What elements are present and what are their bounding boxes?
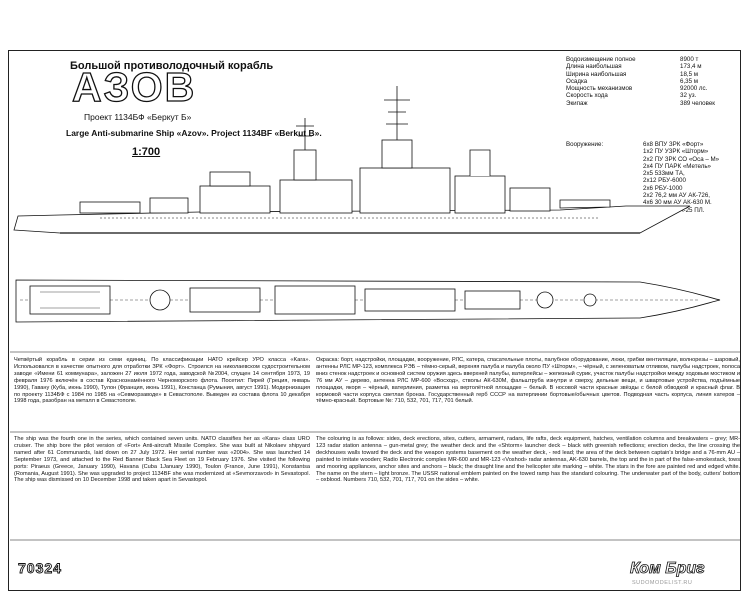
armament-item: 2x2 76,2 мм АУ АК-726, (643, 192, 711, 200)
title-en: Large Anti-submarine Ship «Azov». Projec… (66, 128, 322, 138)
armament-item: 1x2 ПУ УЗРК «Шторм» (643, 148, 709, 156)
armament-item: 2x6 РБУ-1000 (643, 184, 683, 192)
armament-item: 4x6 30 мм АУ АК-630 М. (643, 199, 712, 207)
armament-item: 2x5 533мм ТА, (643, 170, 685, 178)
site-watermark: SUDOMODELIST.RU (632, 580, 693, 586)
side-profile (13, 86, 691, 234)
armament-item: 2x2 ПУ ЗРК СО «Оса – М» (643, 155, 720, 163)
plan-view (15, 279, 721, 323)
colors-ru: Окраска: борт, надстройки, площадки, воо… (316, 357, 740, 405)
title-ru: Большой противолодочный корабль (70, 60, 274, 72)
armament-heading: Вооружение: (566, 141, 604, 148)
scale-label: 1:700 (132, 146, 161, 158)
brand-logo: Ком Бриг (630, 560, 705, 578)
history-ru: Четвёртый корабль в серии из семи единиц… (14, 357, 310, 405)
armament-item: 2x4 ПУ ПАРК «Метель» (643, 162, 711, 170)
history-en: The ship was the fourth one in the serie… (14, 436, 310, 484)
ship-name: АЗОВ (71, 63, 197, 110)
catalog-code: 70324 (18, 560, 62, 577)
colors-en: The colouring is as follows: sides, deck… (316, 436, 740, 484)
armament-item: 6x8 ВПУ ЗРК «Форт» (643, 141, 704, 148)
armament-item: 2x12 РБУ-6000 (643, 177, 686, 185)
project-ru: Проект 1134БФ «Беркут Б» (84, 112, 192, 122)
